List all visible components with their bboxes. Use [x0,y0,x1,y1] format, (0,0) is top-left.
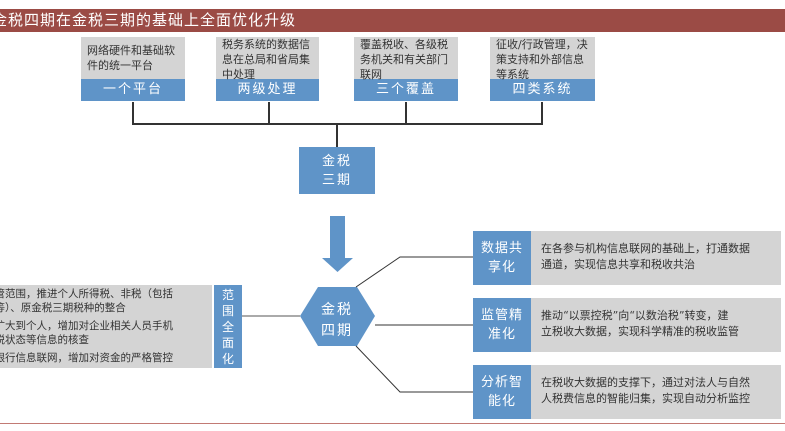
precise-supervision-desc: 推动“以票控税”向“以数治税”转变，建 立税收大数据，实现科学精准的税收监管 [531,298,781,352]
scope-item-line: 业扩大到个人，增加对企业相关人员手机 [0,320,173,332]
top-box-two-level: 税务系统的数据信息在总局和省局集中处理 两级处理 [216,37,319,101]
data-sharing-label: 数据共 享化 [473,231,531,285]
panel-label-line: 准化 [487,327,516,342]
precise-supervision-label: 监管精 准化 [473,298,531,352]
top-box-label: 三个覆盖 [354,79,458,101]
top-box-desc: 税务系统的数据信息在总局和省局集中处理 [216,37,319,81]
scope-item-line: 费等）、原金税三期税种的整合 [0,302,126,314]
connector-line [355,256,473,288]
panel-desc-line: 通道，实现信息共享和税收共治 [541,258,695,271]
scope-item: 民银行信息联网，增加对资金的严格管控 [0,347,212,365]
connector-line [132,102,134,124]
connector-line [268,102,270,124]
smart-analysis-desc: 在税收大数据的支撑下，通过对法人与自然 人税费信息的智能归集，实现自动分析监控 [531,365,781,419]
connector-line [336,124,338,147]
golden-tax-3-box: 金税 三期 [299,147,375,194]
top-box-label: 四类系统 [490,79,595,101]
scope-label-char: 围 [221,304,234,318]
data-sharing-desc: 在各参与机构信息联网的基础上，打通数据 通道，实现信息共享和税收共治 [531,231,781,285]
panel-label-line: 能化 [487,394,516,409]
title-bar: 金税四期在金税三期的基础上全面优化升级 [0,9,785,32]
connector-line [405,102,407,124]
connector-line [541,102,543,124]
top-box-label: 两级处理 [216,79,319,101]
scope-item-line: 征管范围，推进个人所得税、非税（包括 [0,288,173,300]
scope-item: 业扩大到个人，增加对企业相关人员手机 纳税状态等信息的核查 [0,315,212,347]
golden-tax-4-line2: 四期 [321,323,353,339]
panel-desc-line: 在各参与机构信息联网的基础上，打通数据 [541,242,750,255]
scope-item-line: 纳税状态等信息的核查 [0,334,89,346]
golden-tax-3-line1: 金税 [321,154,352,169]
scope-item-line: 民银行信息联网，增加对资金的严格管控 [0,352,173,364]
panel-desc-line: 人税费信息的智能归集，实现自动分析监控 [541,392,750,405]
scope-panel-desc: 征管范围，推进个人所得税、非税（包括 费等）、原金税三期税种的整合 业扩大到个人… [0,285,212,368]
footer-divider [0,423,785,424]
panel-label-line: 分析智 [480,375,523,390]
scope-label-char: 化 [221,352,234,366]
top-box-four-systems: 征收/行政管理，决策支持和外部信息等系统 四类系统 [490,37,595,101]
top-box-desc: 覆盖税收、各级税务机关和有关部门联网 [354,37,458,81]
panel-desc-line: 立税收大数据，实现科学精准的税收监管 [541,325,739,338]
panel-label-line: 数据共 [480,241,523,256]
top-box-desc: 征收/行政管理，决策支持和外部信息等系统 [490,37,595,81]
top-box-coverage: 覆盖税收、各级税务机关和有关部门联网 三个覆盖 [354,37,458,101]
golden-tax-4-hexagon [300,287,375,346]
panel-label-line: 监管精 [480,308,523,323]
down-arrow-icon [322,216,353,272]
diagram-title: 金税四期在金税三期的基础上全面优化升级 [0,11,297,29]
top-box-label: 一个平台 [81,79,185,101]
scope-label-char: 全 [221,320,234,334]
scope-label-char: 范 [221,288,234,302]
scope-label-char: 面 [221,336,234,350]
scope-panel-label: 范 围 全 面 化 [214,285,242,368]
panel-desc-line: 在税收大数据的支撑下，通过对法人与自然 [541,376,750,389]
scope-item: 征管范围，推进个人所得税、非税（包括 费等）、原金税三期税种的整合 [0,285,212,315]
top-box-platform: 网络硬件和基础软件的统一平台 一个平台 [81,37,185,101]
smart-analysis-label: 分析智 能化 [473,365,531,419]
golden-tax-4-line1: 金税 [321,302,353,318]
top-box-desc: 网络硬件和基础软件的统一平台 [81,37,185,79]
golden-tax-4-label: 金税 四期 [300,300,374,342]
golden-tax-3-line2: 三期 [321,173,352,188]
panel-label-line: 享化 [487,260,516,275]
connector-line [355,345,473,393]
panel-desc-line: 推动“以票控税”向“以数治税”转变，建 [541,309,729,322]
